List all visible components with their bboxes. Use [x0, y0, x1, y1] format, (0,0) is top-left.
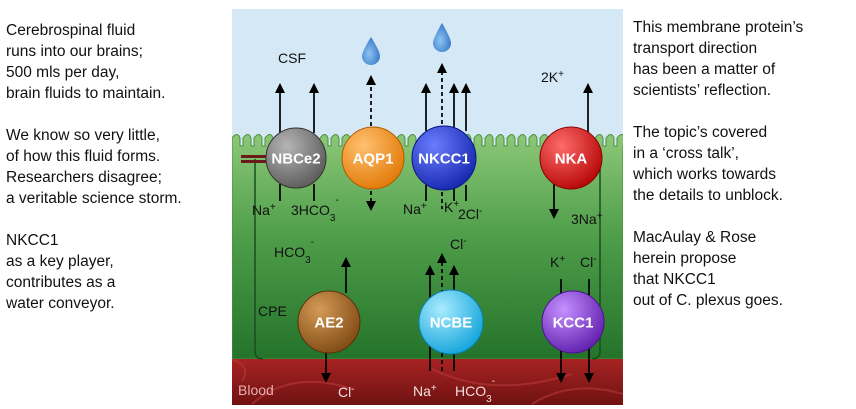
poem-line: MacAulay & Rose	[633, 229, 757, 246]
poem-line: of how this fluid forms.	[6, 148, 161, 165]
poem-line: The topic’s covered	[633, 124, 768, 141]
ion-label-kcc1-k: K+	[550, 254, 565, 271]
aqp1-label: AQP1	[353, 151, 394, 168]
cpe-label: CPE	[258, 303, 287, 319]
poem-line: NKCC1	[6, 232, 59, 249]
poem-line: that NKCC1	[633, 271, 716, 288]
ion-label-ncbe-na: Na+	[413, 383, 437, 400]
ion-label-ae2-cl: Cl-	[338, 384, 355, 401]
ion-label-ncbe-cl: Cl-	[450, 236, 467, 253]
blood-texture	[232, 358, 623, 405]
ion-label-kcc1-cl: Cl-	[580, 254, 597, 271]
poem-line: contributes as a	[6, 274, 116, 291]
poem-line: herein propose	[633, 250, 737, 267]
cell-boundary-line	[254, 159, 264, 360]
poem-stanza: This membrane protein’s transport direct…	[633, 17, 803, 101]
water-drop-icon	[433, 23, 451, 52]
poem-line: which works towards	[633, 166, 776, 183]
csf-label: CSF	[278, 50, 306, 66]
poem-line: 500 mls per day,	[6, 64, 120, 81]
kcc1-transporter: KCC1	[541, 290, 605, 354]
blood-label: Blood	[238, 382, 274, 398]
poem-line: a veritable science storm.	[6, 190, 182, 207]
tight-junction-icon	[241, 155, 269, 163]
cell-boundary-line	[591, 159, 601, 360]
poem-stanza: Cerebrospinal fluid runs into our brains…	[6, 20, 182, 104]
poem-line: water conveyor.	[6, 295, 115, 312]
poem-line: in a ‘cross talk’,	[633, 145, 739, 162]
nbce2-label: NBCe2	[271, 151, 320, 168]
ion-label-nkcc1-k: K+	[444, 199, 459, 216]
poem-stanza: We know so very little, of how this flui…	[6, 125, 182, 209]
poem-line: scientists’ reflection.	[633, 82, 772, 99]
poem-line: Cerebrospinal fluid	[6, 22, 136, 39]
ion-label-nka-na: 3Na+	[571, 211, 603, 228]
poem-line: out of C. plexus goes.	[633, 292, 783, 309]
ncbe-transporter: NCBE	[418, 289, 484, 355]
poem-stanza: The topic’s covered in a ‘cross talk’, w…	[633, 122, 803, 206]
ion-label-nbce2-na: Na+	[252, 202, 276, 219]
kcc1-label: KCC1	[553, 315, 594, 332]
aqp1-channel: AQP1	[341, 126, 405, 190]
ae2-label: AE2	[314, 315, 343, 332]
ion-label-nkcc1-cl: 2Cl-	[458, 206, 482, 223]
poem-line: transport direction	[633, 40, 758, 57]
nkcc1-label: NKCC1	[418, 151, 470, 168]
nbce2-transporter: NBCe2	[265, 127, 327, 189]
poem-line: We know so very little,	[6, 127, 160, 144]
nka-pump: NKA	[539, 126, 603, 190]
poem-stanza: MacAulay & Rose herein propose that NKCC…	[633, 227, 803, 311]
poem-line: runs into our brains;	[6, 43, 143, 60]
poem-line: brain fluids to maintain.	[6, 85, 166, 102]
poem-stanza: NKCC1 as a key player, contributes as a …	[6, 230, 182, 314]
poem-line: This membrane protein’s	[633, 19, 804, 36]
nka-label: NKA	[555, 151, 588, 168]
poem-line: as a key player,	[6, 253, 114, 270]
ion-label-nbce2-hco3: 3HCO3-	[291, 195, 339, 224]
water-drop-icon	[362, 37, 380, 65]
ion-label-ae2-hco3: HCO3-	[274, 237, 314, 266]
ion-label-nka-k: 2K+	[541, 69, 564, 86]
choroid-plexus-diagram: NBCe2 AQP1 NKCC1 NKA AE2 NCBE KCC1 CSF C…	[232, 9, 623, 405]
poem-line: Researchers disagree;	[6, 169, 162, 186]
ae2-exchanger: AE2	[297, 290, 361, 354]
ncbe-label: NCBE	[430, 315, 473, 332]
poem-left: Cerebrospinal fluid runs into our brains…	[6, 20, 182, 335]
poem-line: has been a matter of	[633, 61, 776, 78]
poem-line: the details to unblock.	[633, 187, 783, 204]
nkcc1-transporter: NKCC1	[411, 125, 477, 191]
ion-label-ncbe-hco3: HCO3-	[455, 376, 495, 405]
ion-label-nkcc1-na: Na+	[403, 201, 427, 218]
poem-right: This membrane protein’s transport direct…	[633, 17, 803, 332]
